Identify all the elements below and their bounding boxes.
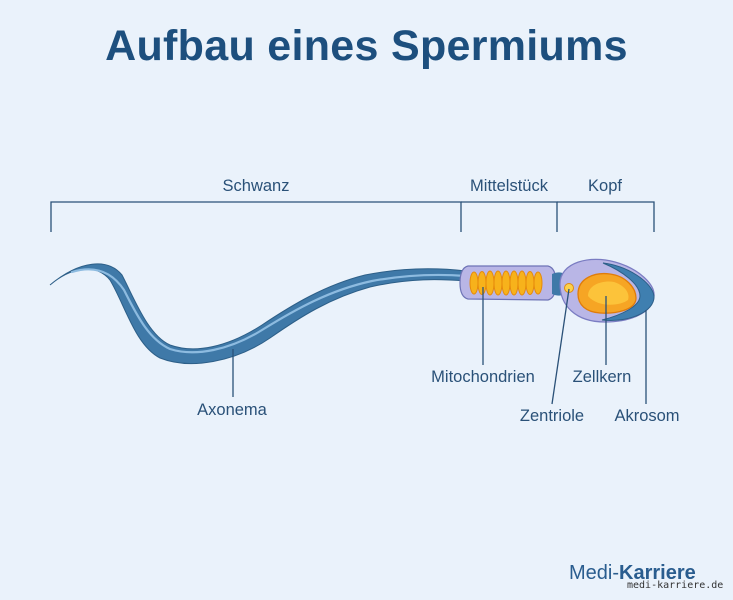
tail-flagellum xyxy=(49,263,468,364)
brand-logo: Medi-Karriere xyxy=(569,562,696,585)
brand-logo-part1: Medi- xyxy=(569,562,620,584)
label-tail: Schwanz xyxy=(223,177,290,195)
label-mitochondria: Mitochondrien xyxy=(431,368,535,386)
bracket-head xyxy=(557,201,655,232)
bracket-tail xyxy=(50,201,462,232)
leader-centriole xyxy=(551,288,570,405)
page-title: Aufbau eines Spermiums xyxy=(105,22,628,70)
leader-lines xyxy=(232,287,647,405)
bracket-midpiece xyxy=(461,201,558,232)
mitochondria xyxy=(469,270,543,296)
acrosome-shape xyxy=(601,262,655,321)
label-head: Kopf xyxy=(588,177,622,195)
brand-logo-part2: Karriere xyxy=(619,562,696,584)
label-midpiece: Mittelstück xyxy=(470,177,549,195)
label-axonema: Axonema xyxy=(197,401,268,419)
label-nucleus: Zellkern xyxy=(573,368,632,386)
label-centriole: Zentriole xyxy=(520,407,584,425)
head xyxy=(559,258,655,323)
midpiece xyxy=(459,265,557,301)
brand-url: medi-karriere.de xyxy=(627,580,724,591)
section-brackets xyxy=(50,201,655,232)
label-acrosome: Akrosom xyxy=(614,407,679,425)
